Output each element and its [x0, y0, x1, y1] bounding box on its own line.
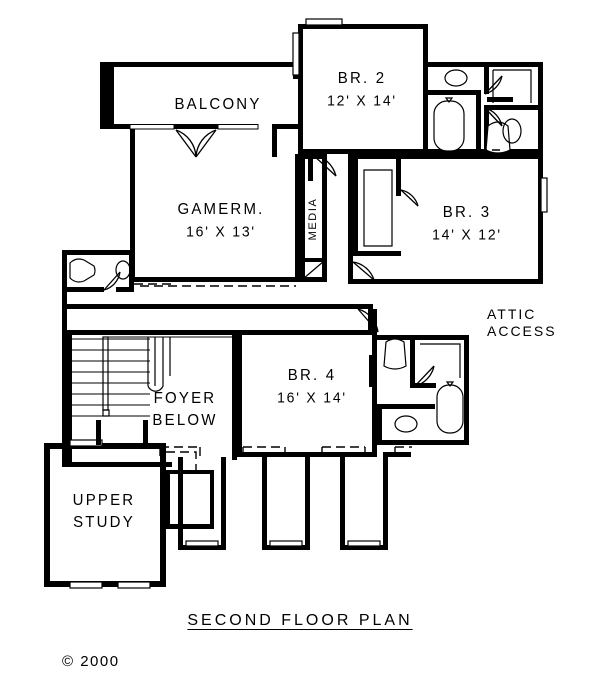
copyright-notice: © 2000	[62, 653, 120, 670]
br3-door	[348, 258, 375, 284]
balcony-french-doors	[175, 129, 217, 158]
br4-bath-door	[414, 365, 435, 387]
br2-bath-fixtures	[433, 69, 522, 154]
room-label-foyer: FOYER	[153, 389, 217, 408]
sink-icon	[444, 69, 468, 87]
upper-bath-doors	[484, 75, 503, 127]
room-label-br2: BR. 2	[337, 69, 387, 88]
sink-icon	[502, 118, 522, 144]
bathtub-icon	[433, 100, 465, 152]
sink-icon	[394, 415, 418, 433]
bathtub-icon	[436, 384, 464, 434]
attic-access-label: ATTIC ACCESS	[487, 306, 557, 339]
room-label-upper-study: UPPER	[72, 491, 136, 510]
room-label-br4: BR. 4	[287, 366, 337, 385]
room-label-balcony: BALCONY	[174, 95, 262, 114]
half-bath-fixtures	[69, 258, 131, 283]
room-dim-br3: 14' X 12'	[432, 225, 502, 243]
media-closet-label: MEDIA	[307, 197, 319, 241]
sink-icon	[115, 260, 131, 280]
half-bath-door	[103, 271, 121, 291]
br4-bath-walls	[377, 335, 469, 445]
room-label-gameroom: GAMERM.	[177, 200, 265, 219]
br4-closet-marker	[369, 355, 375, 387]
br3-walls	[348, 154, 548, 284]
room-dim-gameroom: 16' X 13'	[186, 222, 256, 240]
toilet-icon	[485, 121, 511, 154]
toilet-icon	[69, 258, 96, 283]
br4-bath-fixtures	[383, 338, 464, 434]
room-label-br3: BR. 3	[442, 203, 492, 222]
room-label-upper-study-line2: STUDY	[73, 513, 135, 532]
staircase	[67, 330, 232, 467]
balcony-walls	[100, 62, 300, 130]
half-bath-walls	[62, 250, 134, 292]
br3-closet-door	[400, 189, 419, 207]
page-title: SECOND FLOOR PLAN	[187, 612, 413, 629]
upper-bathroom-walls	[423, 62, 543, 157]
upper-study-walls	[44, 439, 214, 589]
room-dim-br2: 12' X 14'	[327, 91, 397, 109]
bay-projections	[159, 446, 412, 550]
media-closet	[300, 154, 327, 282]
room-label-foyer-below: BELOW	[152, 411, 218, 430]
room-dim-br4: 16' X 14'	[277, 388, 347, 406]
toilet-icon	[383, 338, 407, 370]
study-hall-wall	[62, 462, 172, 467]
gameroom-walls	[130, 129, 300, 282]
